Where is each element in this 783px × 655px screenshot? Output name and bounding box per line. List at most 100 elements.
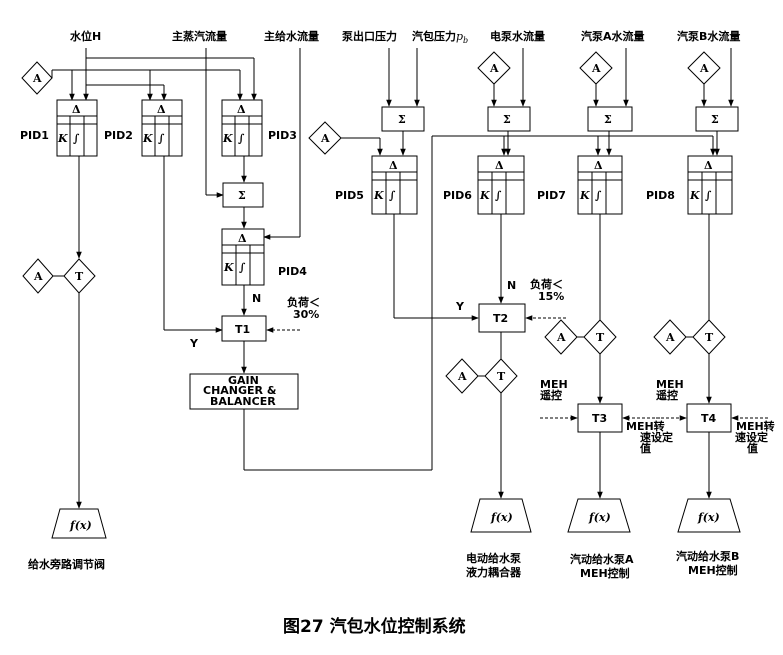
svg-text:Σ: Σ — [238, 189, 246, 202]
svg-text:T4: T4 — [701, 412, 717, 425]
auto-diamond-t2 — [445, 358, 479, 394]
pid4-label: PID4 — [278, 265, 307, 278]
sum-block-left — [222, 182, 264, 208]
input-main-feedwater-flow: 主给水流量 — [264, 29, 319, 43]
svg-text:A: A — [457, 370, 467, 383]
svg-text:T: T — [596, 331, 605, 344]
svg-text:Δ: Δ — [72, 103, 81, 116]
svg-text:K: K — [222, 132, 233, 145]
transfer-switch-t4 — [686, 403, 732, 433]
svg-text:Δ: Δ — [389, 159, 398, 172]
output-bypass-valve: 给水旁路调节阀 — [28, 557, 105, 571]
svg-text:30%: 30% — [293, 308, 319, 321]
svg-text:Δ: Δ — [594, 159, 603, 172]
input-pump-outlet-pressure: 泵出口压力 — [342, 29, 397, 43]
auto-diamond-pid5 — [308, 121, 342, 155]
pid1-block: Δ K ∫ — [56, 99, 98, 157]
svg-text:A: A — [591, 62, 601, 75]
svg-text:∫: ∫ — [705, 189, 712, 202]
svg-text:Y: Y — [455, 300, 465, 313]
pid5-label: PID5 — [335, 189, 364, 202]
svg-text:A: A — [33, 270, 43, 283]
svg-text:15%: 15% — [538, 290, 564, 303]
pid8-label: PID8 — [646, 189, 675, 202]
svg-text:Σ: Σ — [398, 113, 406, 126]
svg-text:∫: ∫ — [389, 189, 396, 202]
pid2-block: Δ K ∫ — [141, 99, 183, 157]
svg-text:K: K — [223, 261, 234, 274]
svg-text:T2: T2 — [493, 312, 508, 325]
auto-diamond-t3 — [544, 319, 578, 355]
sum-block-pid8 — [695, 106, 739, 132]
input-turbine-pump-b-flow: 汽泵B水流量 — [677, 29, 740, 43]
gain-changer-balancer — [189, 373, 299, 410]
svg-text:K: K — [479, 189, 490, 202]
svg-text:N: N — [507, 279, 516, 292]
pid3-block: Δ K ∫ — [221, 99, 263, 157]
auto-diamond-t4 — [653, 319, 687, 355]
svg-text:负荷＜: 负荷＜ — [530, 277, 563, 291]
svg-text:A: A — [556, 331, 566, 344]
svg-text:A: A — [489, 62, 499, 75]
svg-text:K: K — [579, 189, 590, 202]
svg-text:A: A — [699, 62, 709, 75]
input-main-steam-flow: 主蒸汽流量 — [172, 29, 227, 43]
func-block-turbine-pump-a — [567, 498, 631, 533]
svg-text:f(x): f(x) — [490, 511, 513, 524]
svg-text:A: A — [665, 331, 675, 344]
pid2-label: PID2 — [104, 129, 133, 142]
pid5-block: Δ K ∫ — [371, 155, 418, 215]
svg-text:Δ: Δ — [237, 103, 246, 116]
svg-text:BALANCER: BALANCER — [210, 395, 276, 408]
svg-text:T3: T3 — [592, 412, 607, 425]
svg-text:∫: ∫ — [158, 132, 165, 145]
sum-block-pid7 — [587, 106, 633, 132]
svg-text:K: K — [142, 132, 153, 145]
svg-text:T1: T1 — [235, 323, 250, 336]
meh-speed-set-a: MEH转速设定值 — [626, 419, 673, 455]
svg-text:A: A — [32, 72, 42, 85]
auto-diamond-pid1 — [22, 258, 54, 294]
svg-text:Σ: Σ — [604, 113, 612, 126]
svg-text:负荷＜: 负荷＜ — [287, 295, 320, 309]
transfer-switch-t3 — [577, 403, 623, 433]
input-electric-pump-flow: 电泵水流量 — [490, 29, 545, 43]
svg-text:CHANGER &: CHANGER & — [203, 384, 277, 397]
svg-text:Δ: Δ — [704, 159, 713, 172]
func-block-bypass — [51, 508, 107, 539]
transfer-switch-t1 — [221, 315, 267, 342]
svg-text:T: T — [497, 370, 506, 383]
svg-text:f(x): f(x) — [69, 519, 92, 532]
svg-text:K: K — [373, 189, 384, 202]
pid7-block: Δ K ∫ — [577, 155, 623, 215]
input-water-level: 水位H — [70, 29, 101, 43]
svg-text:∫: ∫ — [239, 261, 246, 274]
svg-text:Y: Y — [189, 337, 199, 350]
svg-text:∫: ∫ — [495, 189, 502, 202]
pid3-label: PID3 — [268, 129, 297, 142]
func-block-electric-pump — [470, 498, 532, 533]
figure-caption: 图27 汽包水位控制系统 — [283, 616, 466, 637]
svg-text:∫: ∫ — [238, 132, 245, 145]
svg-text:K: K — [57, 132, 68, 145]
pid4-block: Δ K ∫ — [221, 228, 265, 286]
svg-text:Δ: Δ — [495, 159, 504, 172]
meh-speed-set-b: MEH转速设定值 — [735, 419, 775, 455]
svg-text:∫: ∫ — [595, 189, 602, 202]
pid6-block: Δ K ∫ — [477, 155, 525, 215]
svg-text:f(x): f(x) — [588, 511, 611, 524]
input-turbine-pump-a-flow: 汽泵A水流量 — [581, 29, 645, 43]
sum-block-pid6 — [487, 106, 531, 132]
svg-text:Δ: Δ — [238, 232, 247, 245]
pid6-label: PID6 — [443, 189, 472, 202]
svg-text:N: N — [252, 292, 261, 305]
transfer-switch-t2 — [478, 303, 526, 333]
svg-text:∫: ∫ — [73, 132, 80, 145]
pid1-label: PID1 — [20, 129, 49, 142]
auto-diamond-1 — [21, 61, 53, 95]
svg-text:Σ: Σ — [503, 113, 511, 126]
